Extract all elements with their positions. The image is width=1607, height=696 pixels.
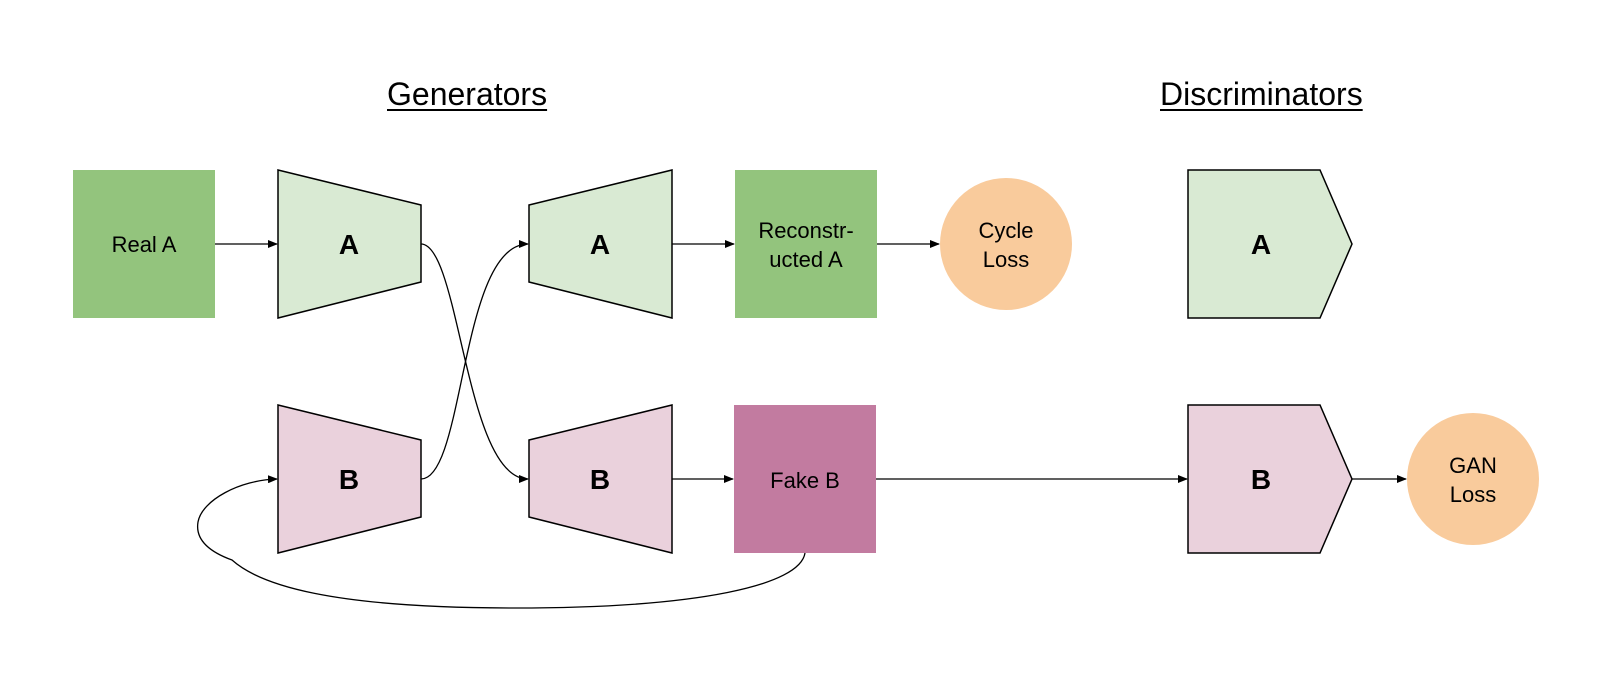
cycle-loss-label-line2: Loss (983, 247, 1029, 272)
generator-b-encoder-shape (277, 404, 422, 554)
discriminators-heading: Discriminators (1160, 76, 1363, 112)
arrow-gen-b-to-gen-a-decoder (420, 240, 529, 480)
discriminator-b-shape (1187, 404, 1353, 554)
reconstructed-a-label-line1: Reconstr- (758, 218, 853, 243)
generator-b-decoder-shape (528, 404, 673, 554)
reconstructed-a-box (735, 170, 877, 318)
generator-b-encoder-label: B (339, 464, 359, 495)
discriminator-a-shape (1187, 169, 1353, 319)
real-a-box (73, 170, 215, 318)
gan-loss-label-line1: GAN (1449, 453, 1497, 478)
discriminator-b-label: B (1251, 464, 1271, 495)
generator-b-decoder-label: B (590, 464, 610, 495)
arrow-fake-b-loop-to-gen-b (197, 475, 806, 609)
gan-loss-circle (1407, 413, 1539, 545)
generators-heading: Generators (387, 76, 548, 112)
generator-a-decoder-label: A (590, 229, 610, 260)
real-a-label: Real A (112, 232, 177, 257)
fake-b-box (734, 405, 876, 553)
reconstructed-a-label-line2: ucted A (769, 247, 843, 272)
discriminator-a-label: A (1251, 229, 1271, 260)
generator-a-encoder-shape (277, 169, 422, 319)
gan-loss-label-line2: Loss (1450, 482, 1496, 507)
arrow-gen-a-to-gen-b-decoder (420, 243, 529, 483)
fake-b-label: Fake B (770, 468, 840, 493)
generator-a-encoder-label: A (339, 229, 359, 260)
generator-a-decoder-shape (528, 169, 673, 319)
cycle-loss-label-line1: Cycle (978, 218, 1033, 243)
cycle-loss-circle (940, 178, 1072, 310)
